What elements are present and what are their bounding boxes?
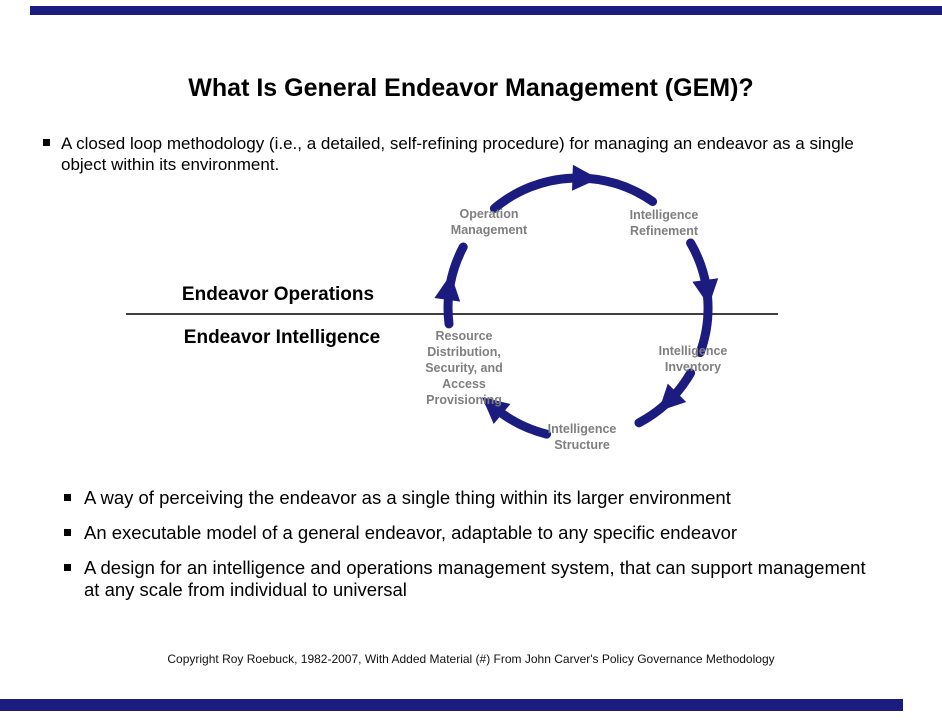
bullet-square-icon bbox=[43, 139, 50, 146]
arrowhead-right-icon bbox=[692, 278, 719, 306]
bullet-square-icon bbox=[64, 564, 71, 571]
footer-copyright: Copyright Roy Roebuck, 1982-2007, With A… bbox=[167, 652, 775, 666]
bottom-bullet-list: A way of perceiving the endeavor as a si… bbox=[64, 487, 866, 614]
endeavor-operations-label: Endeavor Operations bbox=[181, 284, 375, 305]
bottom-accent-bar bbox=[0, 699, 903, 711]
bullet-text: A way of perceiving the endeavor as a si… bbox=[84, 487, 731, 508]
arrowhead-bottom-right-icon bbox=[658, 383, 687, 412]
node-intelligence-inventory: Intelligence Inventory bbox=[658, 344, 728, 374]
bullet-square-icon bbox=[64, 494, 71, 501]
arrowhead-left-icon bbox=[434, 274, 461, 302]
bullet-item: A way of perceiving the endeavor as a si… bbox=[64, 487, 866, 509]
slide-title: What Is General Endeavor Management (GEM… bbox=[188, 74, 754, 102]
cycle-arc-top bbox=[489, 173, 658, 213]
bullet-item: A design for an intelligence and operati… bbox=[64, 557, 866, 601]
endeavor-intelligence-label: Endeavor Intelligence bbox=[183, 327, 381, 348]
node-operation-management: Operation Management bbox=[450, 207, 528, 237]
intro-bullet-text: A closed loop methodology (i.e., a detai… bbox=[61, 134, 854, 174]
arrowhead-bottom-left-icon bbox=[482, 397, 511, 424]
node-intelligence-structure: Intelligence Structure bbox=[547, 422, 617, 452]
intro-bullet-item: A closed loop methodology (i.e., a detai… bbox=[43, 133, 881, 175]
node-intelligence-refinement: Intelligence Refinement bbox=[629, 208, 699, 238]
arrowhead-top-icon bbox=[572, 164, 599, 191]
bullet-text: An executable model of a general endeavo… bbox=[84, 522, 738, 543]
bullet-square-icon bbox=[64, 529, 71, 536]
bullet-text: A design for an intelligence and operati… bbox=[84, 557, 866, 600]
bullet-item: An executable model of a general endeavo… bbox=[64, 522, 866, 544]
top-accent-bar bbox=[30, 6, 942, 15]
node-resource-provisioning: Resource Distribution, Security, and Acc… bbox=[425, 329, 503, 407]
